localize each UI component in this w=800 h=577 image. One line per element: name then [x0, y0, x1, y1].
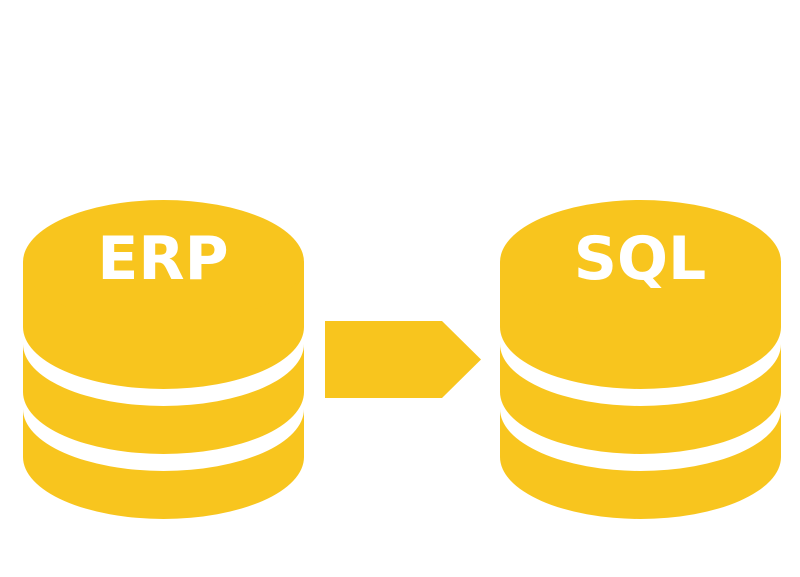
sql-label: SQL	[574, 224, 706, 294]
arrow-right-icon	[325, 321, 481, 398]
sql-database-icon	[500, 200, 781, 519]
erp-database-icon	[23, 200, 304, 519]
database-top	[500, 200, 781, 324]
database-top	[23, 200, 304, 324]
erp-label: ERP	[97, 224, 228, 294]
